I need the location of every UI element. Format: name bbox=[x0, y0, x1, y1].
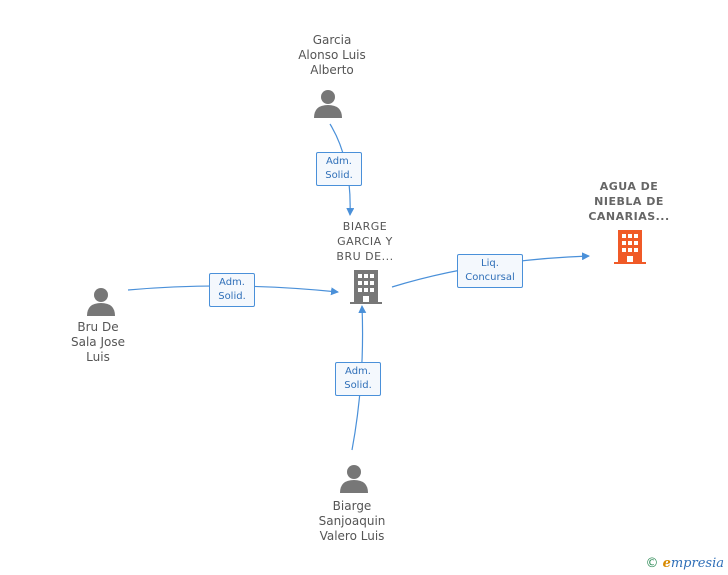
relation-label-biarge-person-biarge[interactable]: Adm. Solid. bbox=[335, 362, 381, 396]
node-agua-company-line-2: NIEBLA DE bbox=[594, 195, 664, 208]
node-biarge-company-line-3: BRU DE... bbox=[336, 250, 394, 263]
node-biarge-company-line-2: GARCIA Y bbox=[337, 235, 393, 248]
copyright-icon: © bbox=[645, 556, 659, 571]
relation-line-2: Concursal bbox=[465, 272, 515, 283]
node-biarge-person-line-3: Valero Luis bbox=[319, 529, 385, 543]
person-icon[interactable] bbox=[313, 88, 343, 118]
relation-label-biarge-agua[interactable]: Liq. Concursal bbox=[457, 254, 523, 288]
node-garcia-label[interactable]: Garcia Alonso Luis Alberto bbox=[272, 33, 392, 78]
brand-name: mpresia bbox=[670, 556, 724, 571]
relation-line-2: Solid. bbox=[218, 291, 246, 302]
node-garcia-line-2: Alonso Luis bbox=[298, 48, 366, 62]
person-icon[interactable] bbox=[339, 463, 369, 493]
node-agua-company-line-1: AGUA DE bbox=[599, 180, 659, 193]
node-agua-company-label[interactable]: AGUA DE NIEBLA DE CANARIAS... bbox=[567, 179, 691, 224]
node-bru-line-3: Luis bbox=[86, 350, 110, 364]
person-icon[interactable] bbox=[86, 286, 116, 316]
relation-line-1: Adm. bbox=[345, 366, 371, 377]
relation-label-bru-biarge[interactable]: Adm. Solid. bbox=[209, 273, 255, 307]
node-agua-company-line-3: CANARIAS... bbox=[588, 210, 670, 223]
node-biarge-company-line-1: BIARGE bbox=[342, 220, 388, 233]
footer-brand: © empresia bbox=[645, 556, 724, 571]
relation-line-1: Adm. bbox=[326, 156, 352, 167]
relation-line-1: Liq. bbox=[481, 258, 499, 269]
building-icon[interactable] bbox=[614, 230, 646, 264]
node-bru-line-2: Sala Jose bbox=[71, 335, 125, 349]
node-bru-line-1: Bru De bbox=[77, 320, 119, 334]
node-bru-label[interactable]: Bru De Sala Jose Luis bbox=[48, 320, 148, 365]
building-icon[interactable] bbox=[350, 270, 382, 304]
node-garcia-line-1: Garcia bbox=[312, 33, 352, 47]
relation-line-2: Solid. bbox=[325, 170, 353, 181]
brand-initial: e bbox=[662, 556, 671, 571]
relation-line-2: Solid. bbox=[344, 380, 372, 391]
relation-line-1: Adm. bbox=[219, 277, 245, 288]
node-biarge-person-line-2: Sanjoaquin bbox=[318, 514, 386, 528]
node-biarge-person-line-1: Biarge bbox=[332, 499, 372, 513]
node-biarge-company-label[interactable]: BIARGE GARCIA Y BRU DE... bbox=[305, 219, 425, 264]
node-garcia-line-3: Alberto bbox=[310, 63, 354, 77]
relation-label-garcia-biarge[interactable]: Adm. Solid. bbox=[316, 152, 362, 186]
node-biarge-person-label[interactable]: Biarge Sanjoaquin Valero Luis bbox=[292, 499, 412, 544]
